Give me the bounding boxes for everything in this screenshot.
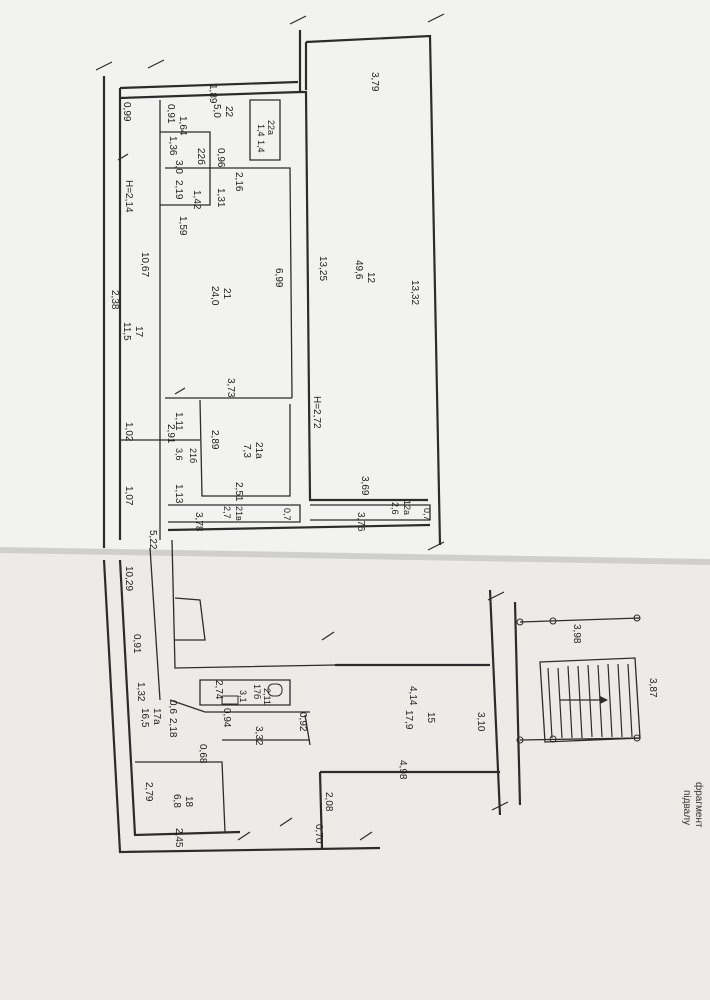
- room-number: 22б: [195, 148, 207, 165]
- room-area: 17,9: [403, 710, 414, 730]
- room-number: 12: [365, 272, 376, 284]
- dim-label: 1,11: [173, 412, 184, 431]
- dim-label: 1,31: [215, 188, 226, 208]
- page-fold: [0, 547, 710, 565]
- dim-label: 0,94: [221, 708, 232, 728]
- dim-label: 1,32: [135, 682, 146, 702]
- dim-label: 3,98: [571, 624, 582, 644]
- dim-label: 1,42: [191, 190, 202, 210]
- room-number: 17б: [252, 684, 262, 699]
- paper-lower-page: [0, 548, 710, 1000]
- room-number: 21в: [234, 506, 244, 521]
- dim-label: 5,22: [147, 530, 158, 550]
- dim-label: 4,98: [397, 760, 408, 780]
- dim-label: 1,02: [123, 422, 134, 442]
- dim-label: 0,6: [167, 700, 178, 714]
- dim-label: 13,25: [317, 256, 328, 281]
- dim-label: 0,7: [282, 508, 292, 521]
- room-area: 3,0: [173, 160, 184, 174]
- dim-label: 2,79: [143, 782, 154, 802]
- room-area: 24,0: [209, 286, 220, 306]
- room-number: 21б: [188, 448, 198, 463]
- dim-label: 2,74: [213, 680, 224, 700]
- dim-label: 3,87: [647, 678, 658, 698]
- room-area: 6,8: [171, 794, 182, 808]
- dim-label: 10,67: [139, 252, 150, 277]
- room-number: 21: [221, 288, 232, 300]
- dim-label: 0,70: [313, 824, 324, 844]
- dim-label: 2,08: [323, 792, 334, 812]
- dim-label: 2,51: [233, 482, 244, 502]
- caption-line-2: підвалу: [681, 790, 692, 825]
- dim-label: 2,16: [233, 172, 244, 192]
- room-area: 1,4: [256, 124, 266, 137]
- room-number: 21а: [253, 442, 264, 459]
- room-number: 18: [183, 796, 194, 808]
- dim-label: 0,68: [197, 744, 208, 764]
- floor-plan: 3,79 1,89 0,99 0,91 1,64 22 5,0 22а 1,4 …: [95, 13, 705, 854]
- dim-label: 2,89: [209, 430, 220, 450]
- room-area: 2,6: [390, 502, 400, 515]
- dim-label: 1,13: [173, 484, 184, 504]
- room-number: 17а: [151, 708, 162, 725]
- dim-label: 6,99: [273, 268, 284, 288]
- room-number: 22а: [266, 120, 276, 135]
- dim-label: 2,38: [109, 290, 120, 310]
- room-area: 7,3: [241, 444, 252, 458]
- height-label: H=2,72: [311, 396, 322, 429]
- room-area: 3,6: [174, 448, 184, 461]
- dim-label: 2,45: [173, 828, 184, 848]
- room-area: 49,6: [353, 260, 364, 280]
- dim-label: 0,91: [165, 104, 176, 124]
- dim-label: 0,96: [215, 148, 226, 168]
- room-number: 15: [425, 712, 436, 724]
- room-area: 11,5: [121, 322, 132, 341]
- dim-label: 13,32: [409, 280, 420, 305]
- room-number: 12а: [402, 500, 412, 515]
- dim-label: 3,32: [253, 726, 264, 746]
- dim-label: 0,91: [131, 634, 142, 654]
- room-area: 5,0: [211, 104, 222, 118]
- dim-label: 1,89: [207, 84, 218, 104]
- height-label: H=2,14: [123, 180, 134, 213]
- caption-line-1: фрагмент: [693, 782, 705, 828]
- dim-label: 3,73: [225, 378, 236, 398]
- dim-label: 3,76: [355, 512, 366, 532]
- stair-treads: [547, 663, 633, 739]
- dim-label: 1,4: [256, 140, 266, 153]
- room-area: 16,5: [139, 708, 150, 728]
- room-number: 17: [133, 326, 144, 338]
- dim-label: 1,07: [123, 486, 134, 506]
- paper-upper-page: [0, 0, 710, 560]
- dim-label: 3,79: [369, 72, 380, 92]
- dim-label: 3,10: [475, 712, 486, 732]
- dim-label: 0,92: [297, 712, 308, 732]
- dim-label: 4,14: [407, 686, 418, 706]
- dim-label: 1,64: [177, 116, 188, 136]
- room-number: 22: [223, 106, 234, 118]
- plan-labels: 3,79 1,89 0,99 0,91 1,64 22 5,0 22а 1,4 …: [109, 72, 705, 848]
- dim-label: 0,99: [121, 102, 132, 122]
- dim-label: 10,29: [123, 566, 134, 591]
- dim-label: 2,18: [167, 718, 178, 738]
- dim-label: 3,1: [238, 690, 248, 703]
- dim-label: 2,91: [165, 424, 176, 444]
- dim-label: 1,59: [177, 216, 188, 236]
- room-area: 2,7: [222, 506, 232, 519]
- dim-label: 3,78: [193, 512, 204, 532]
- walls-lower: [102, 539, 641, 854]
- dim-label: 1,36: [167, 136, 178, 156]
- dim-label: 0,7: [422, 508, 432, 521]
- room-area: 2,11: [262, 688, 272, 705]
- dim-label: 3,69: [359, 476, 370, 496]
- dim-label: 2,19: [173, 180, 184, 200]
- walls-upper: [95, 13, 445, 551]
